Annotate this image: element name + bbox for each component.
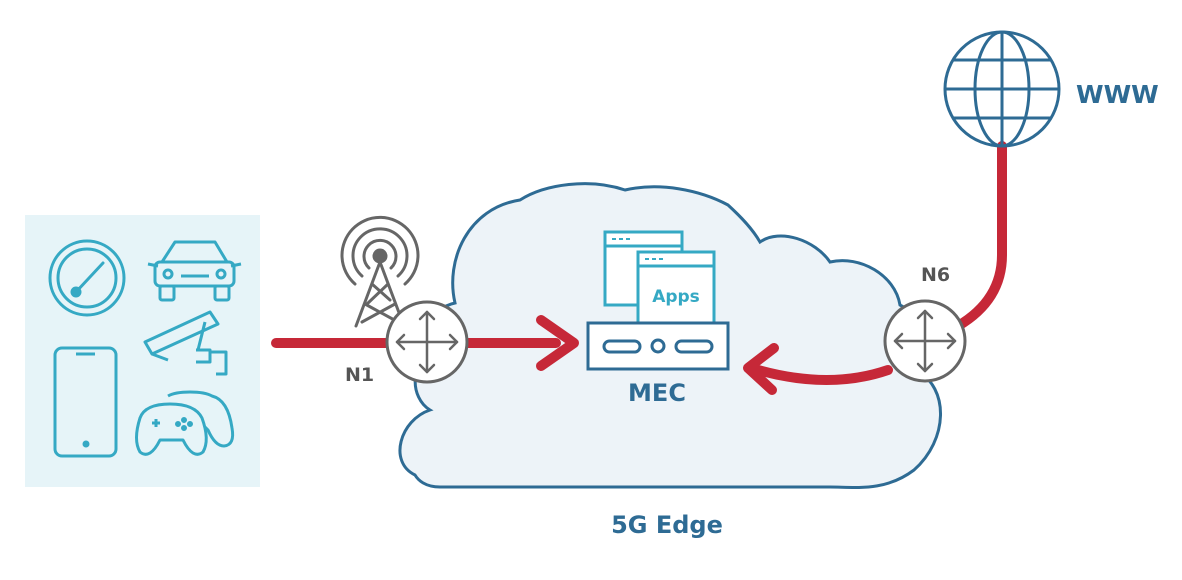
n1-label: N1 bbox=[345, 364, 374, 386]
server-icon bbox=[586, 321, 730, 371]
speedometer-icon bbox=[48, 239, 126, 317]
n6-traffic-arrow bbox=[743, 141, 1007, 395]
mec-label: MEC bbox=[628, 379, 686, 407]
edge-label: 5G Edge bbox=[611, 511, 723, 539]
car-icon bbox=[147, 240, 242, 302]
router-icon bbox=[883, 299, 967, 383]
router-icon bbox=[385, 300, 469, 384]
n6-label: N6 bbox=[921, 264, 950, 286]
devices-panel bbox=[25, 215, 260, 487]
app-window-icon bbox=[636, 250, 716, 327]
security-camera-icon bbox=[143, 310, 228, 376]
apps-label: Apps bbox=[652, 287, 700, 307]
game-controller-icon bbox=[135, 390, 235, 456]
www-label: WWW bbox=[1076, 80, 1159, 109]
smartphone-icon bbox=[53, 346, 118, 458]
globe-icon bbox=[943, 30, 1061, 148]
